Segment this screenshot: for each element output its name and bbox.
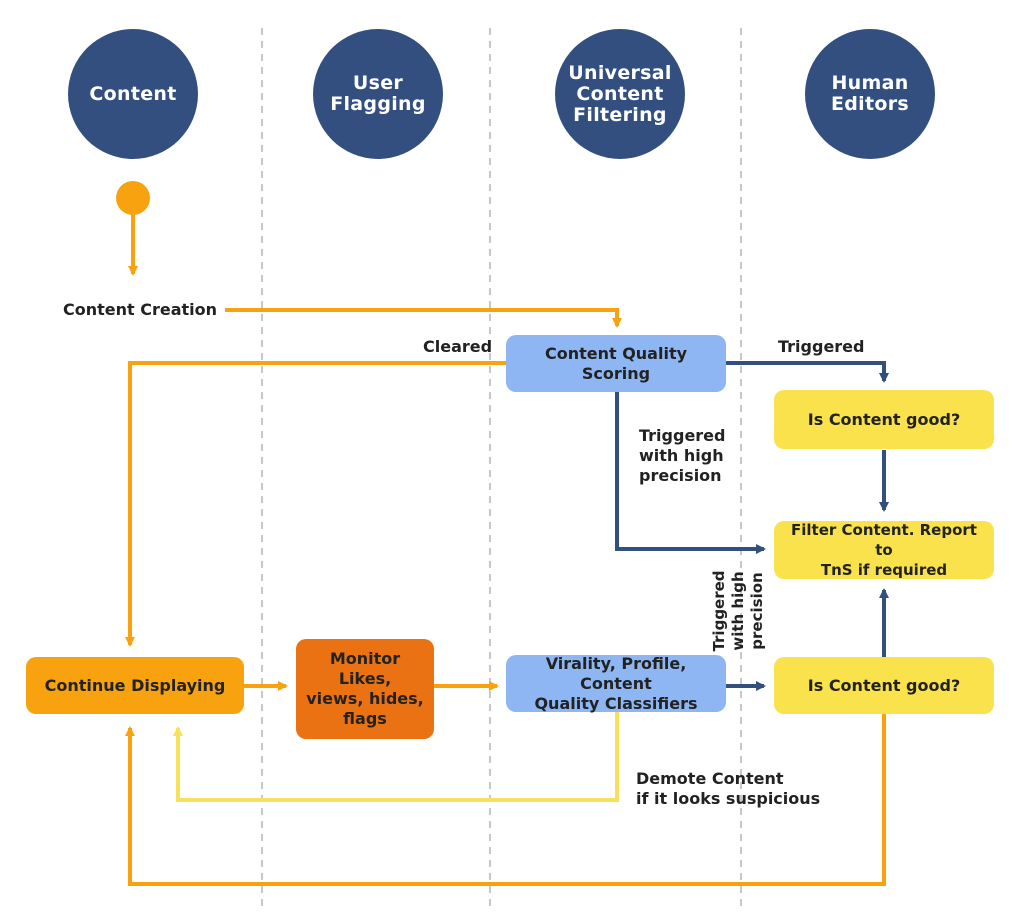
edge-label-cleared: Cleared <box>423 337 493 356</box>
lane-header-human-editors: Human Editors <box>805 29 935 159</box>
edge-good-return <box>125 714 886 886</box>
is-content-good-top-node: Is Content good? <box>774 390 994 449</box>
virality-classifiers-node: Virality, Profile, Content Quality Class… <box>506 654 726 713</box>
edge-cleared <box>125 361 506 647</box>
continue-displaying-node: Continue Displaying <box>26 657 244 714</box>
monitor-likes-node: Monitor Likes, views, hides, flags <box>296 639 434 739</box>
edge-demote <box>173 712 619 802</box>
filter-content-node: Filter Content. Report to TnS if require… <box>774 521 994 579</box>
edge-triggered <box>726 361 889 383</box>
content-quality-scoring-node: Content Quality Scoring <box>506 335 726 392</box>
edge-scoring-to-filter <box>615 392 766 554</box>
edge-label-triggered-high-precision: Triggered with high precision <box>639 426 726 485</box>
edge-label-triggered-high-precision-vertical: Triggered with high precision <box>710 570 766 652</box>
edge-label-triggered: Triggered <box>778 337 865 356</box>
edge-label-demote-content: Demote Content if it looks suspicious <box>636 769 821 808</box>
lane-header-user-flagging: User Flagging <box>313 29 443 159</box>
is-content-good-bottom-node: Is Content good? <box>774 657 994 714</box>
content-creation-label: Content Creation <box>63 300 218 319</box>
lane-header-universal-filtering: Universal Content Filtering <box>555 29 685 159</box>
lane-header-content: Content <box>68 29 198 159</box>
start-dot <box>116 181 150 215</box>
edge-creation-to-scoring <box>225 308 622 328</box>
